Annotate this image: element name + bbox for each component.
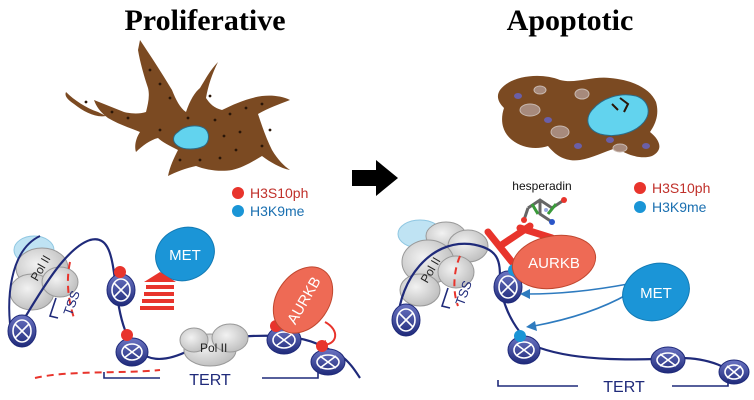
left-met-effect-arrow-icon: [140, 272, 176, 310]
right-nucleosome-2: [493, 270, 523, 304]
right-nucleosome-1: [391, 303, 421, 337]
right-nucleosome-4: [650, 346, 686, 374]
legend-h3k9me-label: H3K9me: [250, 203, 305, 219]
left-h3s10ph-mark-2: [121, 329, 133, 341]
legend-red-dot-icon: [232, 187, 244, 199]
right-met-arrow-1: [527, 283, 629, 295]
legend-h3k9me-label: H3K9me: [652, 199, 707, 215]
right-pol2-cluster: Pol II: [397, 219, 489, 307]
left-nucleosome-3: [115, 337, 149, 367]
left-legend: H3S10ph H3K9me: [232, 185, 308, 219]
legend-blue-dot-icon: [634, 201, 646, 213]
apoptotic-nucleus: [587, 94, 649, 136]
left-h3s10ph-mark-1: [114, 266, 126, 278]
left-tert-label: TERT: [189, 372, 231, 389]
left-pol2-genebody-label: Pol II: [200, 341, 227, 355]
right-nucleosome-3: [507, 335, 541, 365]
right-aurkb-label: AURKB: [528, 255, 580, 272]
right-met: MET: [622, 262, 690, 322]
right-chromatin: Pol II: [391, 219, 750, 396]
proliferative-nucleus: [173, 125, 209, 150]
left-met: MET: [155, 226, 215, 282]
left-met-label: MET: [169, 247, 201, 264]
left-pol2-genebody: Pol II: [179, 323, 249, 367]
right-nucleosome-5: [718, 359, 750, 385]
inhibition-bar-icon: [484, 222, 556, 266]
right-met-arrow-2: [533, 293, 629, 327]
right-met-arrowhead-2-icon: [526, 321, 537, 331]
left-aurkb: AURKB: [272, 266, 334, 334]
left-aurkb-arrowhead-icon: [316, 340, 326, 350]
right-met-label: MET: [640, 285, 672, 302]
right-legend: H3S10ph H3K9me: [634, 180, 710, 215]
title-proliferative: Proliferative: [124, 4, 285, 37]
title-apoptotic: Apoptotic: [507, 4, 634, 37]
left-nucleosome-5: [310, 348, 346, 376]
legend-blue-dot-icon: [232, 205, 244, 217]
left-aurkb-arrow: [321, 321, 337, 346]
legend-h3s10ph-label: H3S10ph: [652, 180, 710, 196]
left-nucleosome-2: [106, 273, 136, 307]
left-nucleosome-1: [7, 314, 37, 348]
legend-red-dot-icon: [634, 182, 646, 194]
legend-h3s10ph-label: H3S10ph: [250, 185, 308, 201]
apoptotic-cell: [497, 75, 660, 161]
right-aurkb: AURKB: [511, 234, 597, 290]
right-h3k9me-mark-2: [514, 330, 526, 342]
left-transcript: [34, 261, 161, 379]
proliferative-cell: [65, 40, 290, 176]
right-tert-bracket: TERT: [497, 379, 729, 396]
right-met-arrowhead-1-icon: [520, 289, 530, 299]
left-tert-bracket: TERT: [103, 372, 319, 389]
left-chromatin: Pol II: [7, 226, 361, 389]
hesperadin-molecule-icon: [521, 197, 567, 225]
right-tert-label: TERT: [603, 379, 645, 396]
transition-arrow-icon: [352, 160, 398, 196]
hesperadin-label: hesperadin: [512, 179, 571, 193]
right-transcript: [453, 255, 461, 307]
